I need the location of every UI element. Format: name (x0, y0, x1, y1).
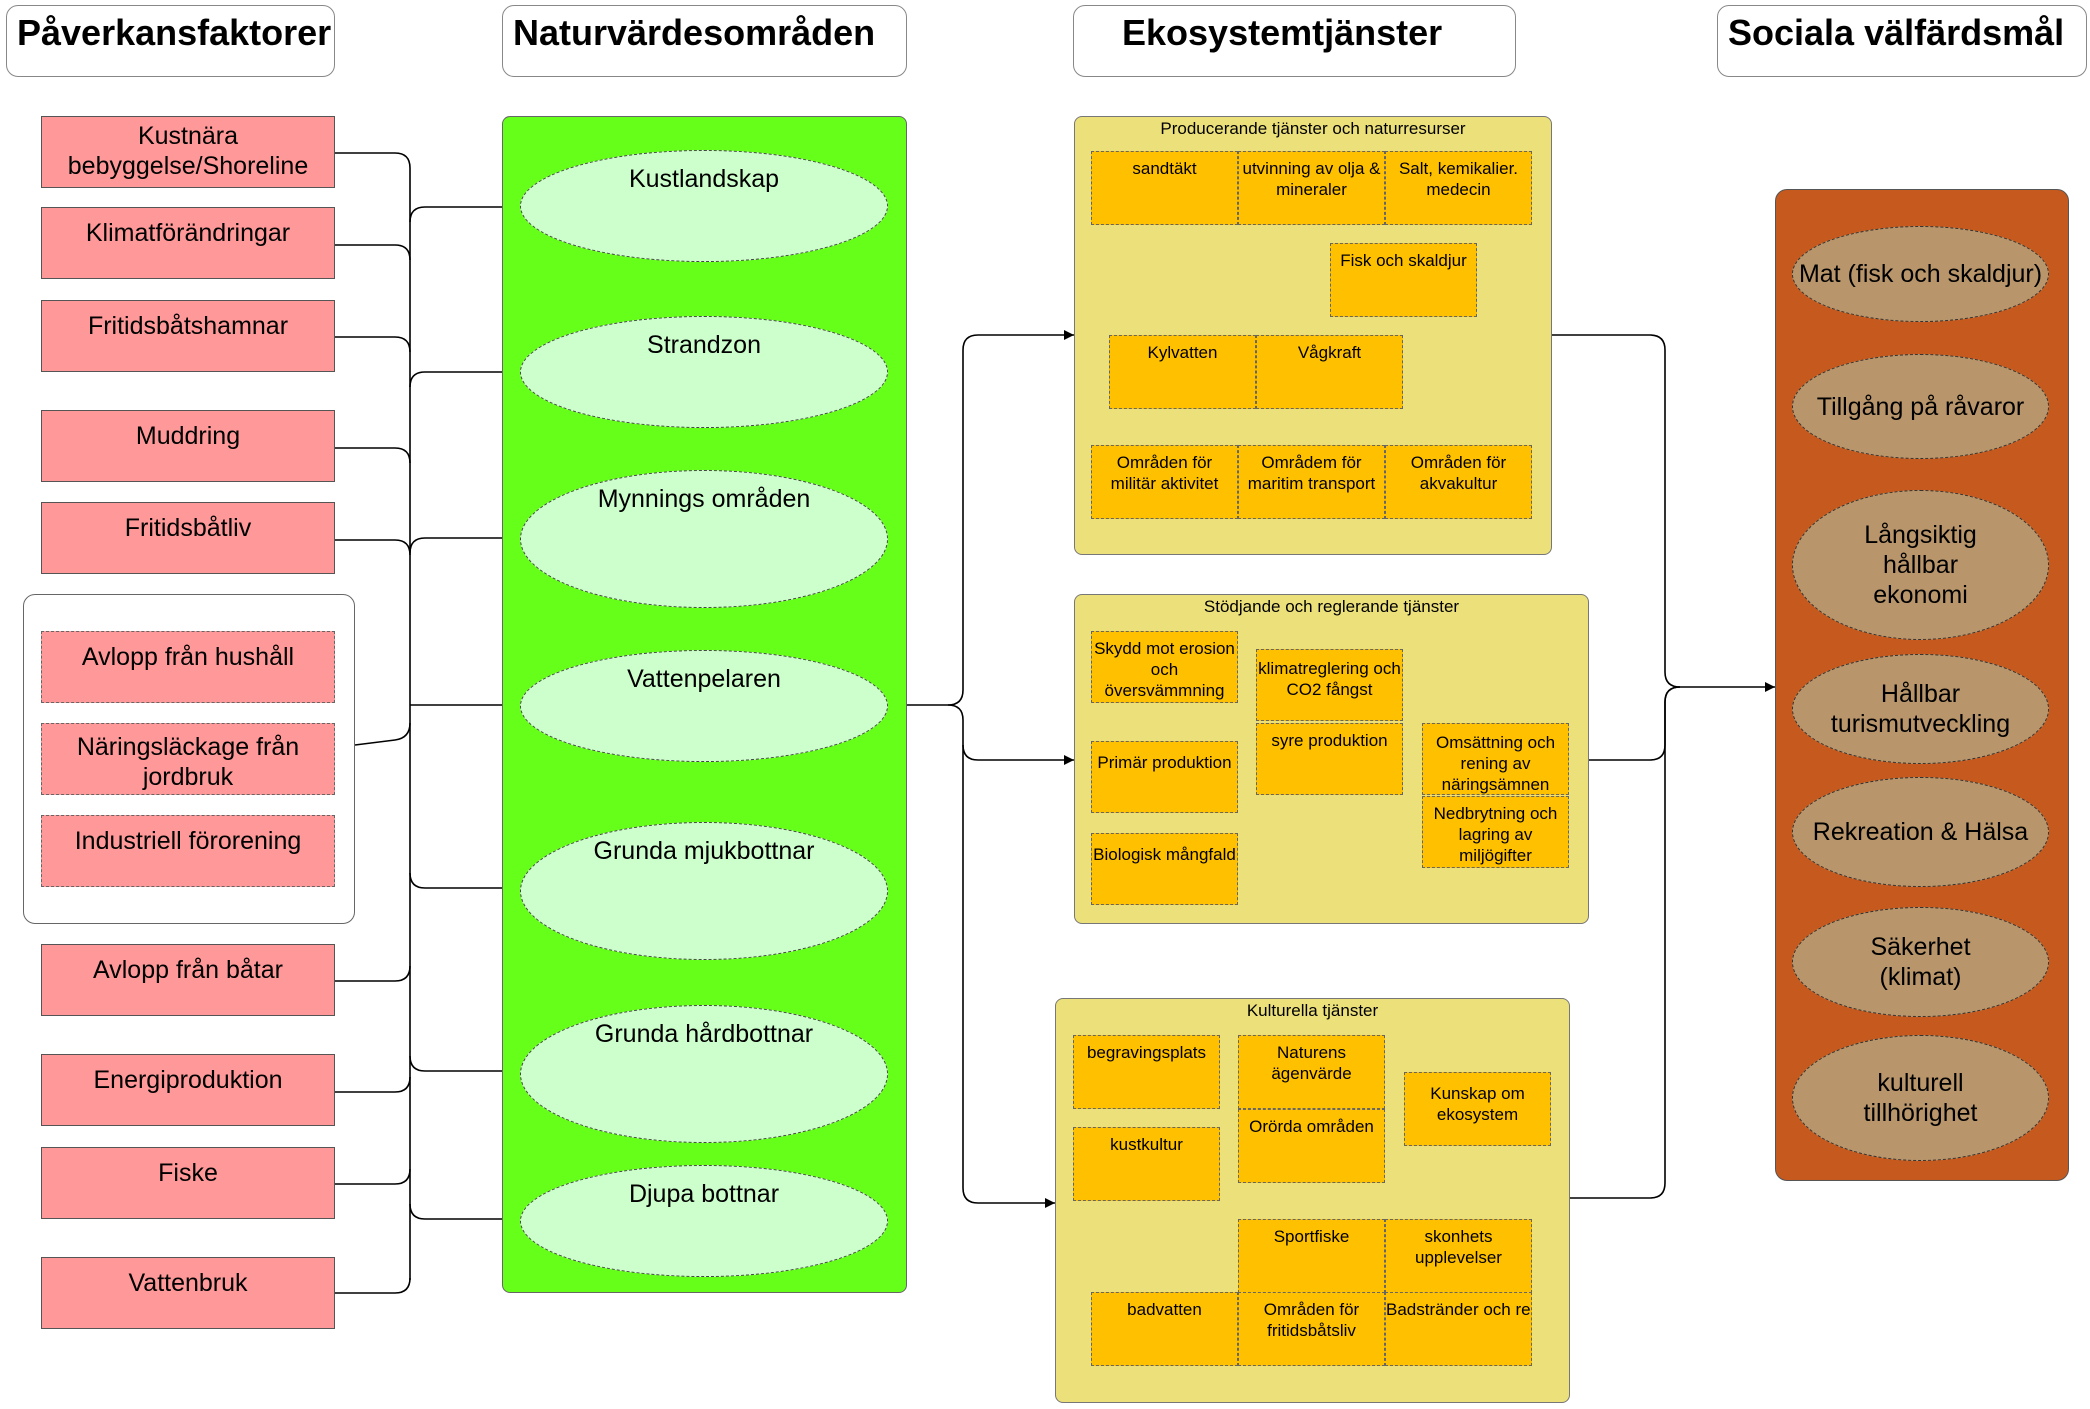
eco-item: Omsättning och rening av näringsämnen (1422, 723, 1569, 795)
sociala-ellipse: Långsiktig hållbar ekonomi (1792, 490, 2049, 640)
connector-fritidsbatshamnar (335, 336, 411, 353)
pafaktor-box: Klimatförändringar (41, 207, 335, 279)
eco-kulturella-title: Kulturella tjänster (1246, 1001, 1379, 1020)
header-ekosystem: Ekosystemtjänster (1073, 5, 1516, 77)
header-pafaktorer: Påverkansfaktorer (6, 5, 335, 77)
pafaktor-group-item: Näringsläckage från jordbruk (41, 723, 335, 795)
eco-item: Områden för fritidsbåtsliv (1238, 1292, 1385, 1366)
connector-klimat (335, 244, 411, 261)
connector-kustnara (335, 152, 411, 1280)
pafaktor-group-item: Industriell förorening (41, 815, 335, 887)
eco-item: Salt, kemikalier. medecin (1385, 151, 1532, 225)
eco-item: Skydd mot erosion och översvämmning (1091, 631, 1238, 703)
eco-item: klimatreglering och CO2 fångst (1256, 649, 1403, 721)
arrow-djupa (409, 1203, 520, 1224)
sociala-ellipse: Hållbar turismutveckling (1792, 654, 2049, 764)
sociala-ellipse: Mat (fisk och skaldjur) (1792, 226, 2049, 322)
connector-prod-out (1552, 334, 1775, 692)
connector-muddring (335, 447, 411, 464)
pafaktor-box: Vattenbruk (41, 1257, 335, 1329)
eco-item: Vågkraft (1256, 335, 1403, 409)
pafaktor-group-item: Avlopp från hushåll (41, 631, 335, 703)
naturvarde-ellipse: Mynnings områden (520, 470, 888, 608)
pafaktor-box: Muddring (41, 410, 335, 482)
eco-item: Kunskap om ekosystem (1404, 1072, 1551, 1146)
sociala-ellipse: Rekreation & Hälsa (1792, 777, 2049, 887)
naturvarde-ellipse: Kustlandskap (520, 150, 888, 262)
eco-item: Badstränder och rekreationsområden (1385, 1292, 1532, 1366)
eco-item: Områden för akvakultur (1385, 445, 1532, 519)
arrow-hardbottnar (409, 1055, 520, 1076)
eco-item: Sportfiske (1238, 1219, 1385, 1293)
arrow-kustlandskap (409, 202, 520, 223)
eco-item: skonhets upplevelser (1385, 1219, 1532, 1293)
header-sociala: Sociala välfärdsmål (1717, 5, 2087, 77)
connector-fiske (335, 1168, 411, 1185)
eco-item: Områdem för maritim transport (1238, 445, 1385, 519)
connector-energi (335, 1076, 411, 1093)
eco-item: Naturens ägenvärde (1238, 1035, 1385, 1109)
eco-producerande-title: Producerande tjänster och naturresurser (1160, 119, 1466, 138)
naturvarde-ellipse: Grunda hårdbottnar (520, 1005, 888, 1143)
eco-item: Orörda områden (1238, 1109, 1385, 1183)
connector-avlopp-batar (335, 965, 411, 982)
naturvarde-ellipse: Strandzon (520, 316, 888, 428)
header-naturvarde: Naturvärdesområden (502, 5, 907, 77)
connector-group (354, 722, 411, 746)
pafaktor-box: Fiske (41, 1147, 335, 1219)
connector-vattenbruk (335, 1277, 411, 1294)
eco-item: Primär produktion (1091, 741, 1238, 813)
pafaktor-box: Avlopp från båtar (41, 944, 335, 1016)
sociala-ellipse: Tillgång på råvaror (1792, 354, 2049, 459)
arrow-kulturella (962, 745, 1055, 1208)
pafaktor-box: Energiproduktion (41, 1054, 335, 1126)
eco-item: syre produktion (1256, 723, 1403, 795)
eco-item: sandtäkt (1091, 151, 1238, 225)
eco-item: utvinning av olja & mineraler (1238, 151, 1385, 225)
eco-item: Områden för militär aktivitet (1091, 445, 1238, 519)
naturvarde-ellipse: Djupa bottnar (520, 1165, 888, 1277)
naturvarde-ellipse: Vattenpelaren (520, 650, 888, 762)
eco-item: begravingsplats (1073, 1035, 1220, 1109)
eco-item: Nedbrytning och lagring av miljögifter (1422, 796, 1569, 868)
sociala-ellipse: Säkerhet (klimat) (1792, 907, 2049, 1017)
eco-item: kustkultur (1073, 1127, 1220, 1201)
eco-item: Fisk och skaldjur (1330, 243, 1477, 317)
sociala-ellipse: kulturell tillhörighet (1792, 1035, 2049, 1161)
connector-stod-out (1589, 686, 1681, 761)
arrow-mynnings (409, 533, 520, 554)
arrow-mjukbottnar (409, 872, 520, 893)
eco-item: Kylvatten (1109, 335, 1256, 409)
eco-stodjande-title: Stödjande och reglerande tjänster (1203, 597, 1460, 616)
pafaktor-box: Kustnära bebyggelse/Shoreline (41, 116, 335, 188)
connector-natur-out (907, 330, 1074, 706)
pafaktor-box: Fritidsbåtliv (41, 502, 335, 574)
pafaktor-box: Fritidsbåtshamnar (41, 300, 335, 372)
connector-fritidsbatliv (335, 539, 411, 556)
eco-item: Biologisk mångfald (1091, 833, 1238, 905)
arrow-stodjande (947, 704, 1074, 765)
naturvarde-ellipse: Grunda mjukbottnar (520, 822, 888, 960)
eco-item: badvatten (1091, 1292, 1238, 1366)
connector-kult-out (1570, 686, 1681, 1199)
arrow-strandzon (409, 367, 520, 388)
